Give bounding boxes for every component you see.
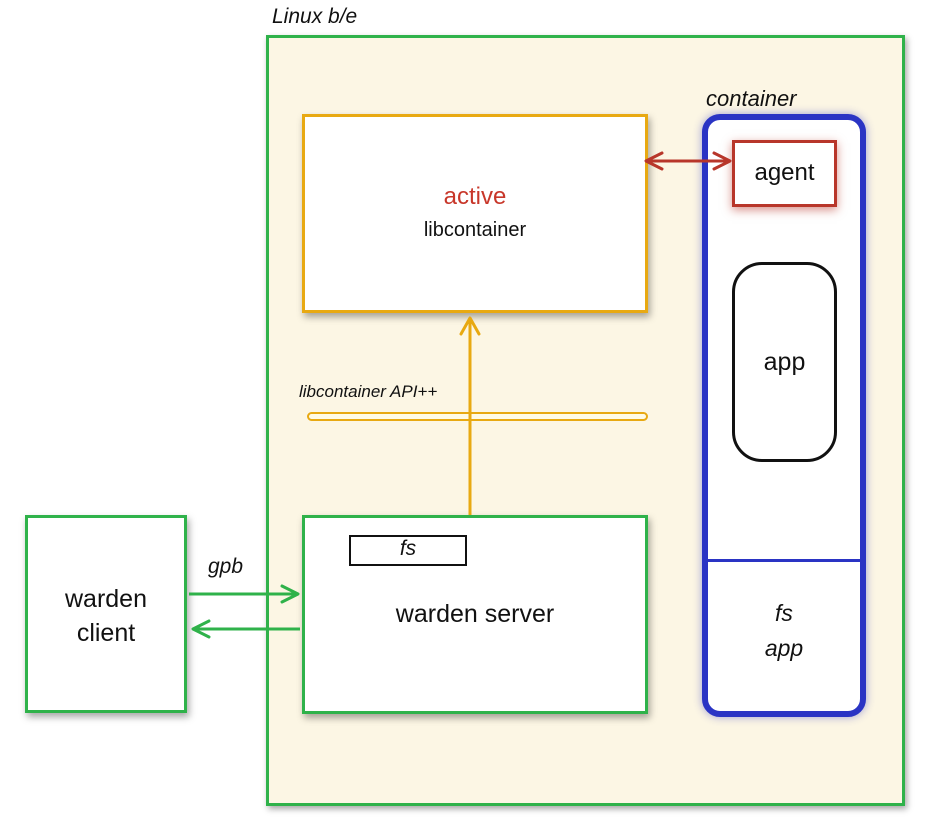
agent-arrow-head-right	[712, 151, 732, 171]
libcontainer-status-label: active	[443, 183, 507, 210]
agent-box	[732, 140, 837, 207]
response-arrow-head	[191, 619, 211, 639]
server-fs-label: fs	[399, 537, 417, 560]
agent-label: agent	[754, 159, 815, 186]
request-arrow-head	[280, 584, 300, 604]
container-app-label: app	[764, 635, 804, 661]
warden-client-label-line2: client	[76, 619, 136, 647]
server-fs-box	[349, 535, 467, 566]
warden-server-box	[302, 515, 648, 714]
libcontainer-name-label: libcontainer	[423, 219, 527, 241]
libcontainer-box	[302, 114, 648, 313]
app-box	[732, 262, 837, 462]
gpb-label: gpb	[208, 555, 244, 578]
container-divider	[708, 559, 860, 562]
app-label: app	[763, 348, 806, 376]
container-fs-label: fs	[775, 600, 793, 626]
api-arrow-head	[459, 316, 481, 336]
warden-server-label: warden server	[395, 600, 555, 628]
api-label: libcontainer API++	[299, 382, 438, 401]
agent-arrow-head-left	[644, 151, 664, 171]
warden-client-box	[25, 515, 187, 713]
linux-backend-label: Linux b/e	[272, 5, 358, 28]
api-bar	[307, 412, 648, 421]
warden-client-label-line1: warden	[65, 585, 147, 613]
container-label: container	[706, 86, 797, 111]
